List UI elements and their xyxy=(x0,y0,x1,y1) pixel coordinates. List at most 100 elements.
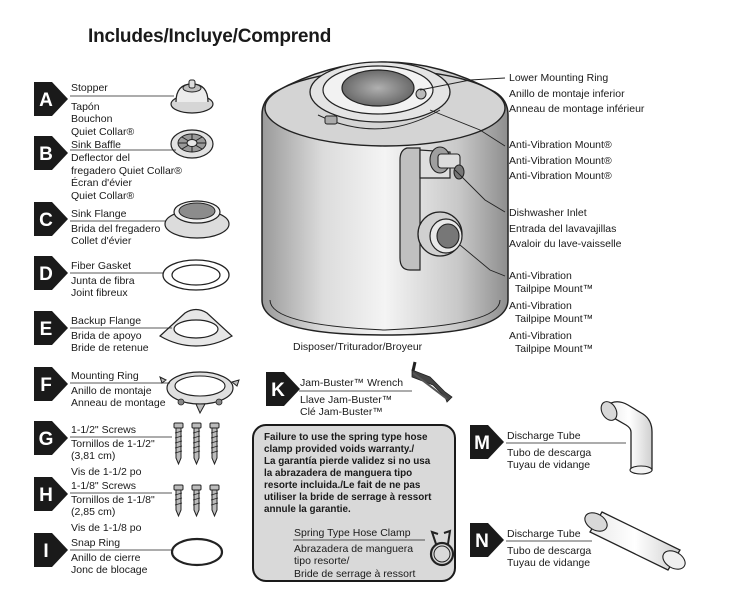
label-c-en: Sink Flange xyxy=(71,208,127,220)
dm-en: Discharge Tube xyxy=(507,430,581,442)
label-a-fr: Bouchon xyxy=(71,113,113,126)
letter-tab-k: K xyxy=(266,372,300,406)
letter-tab-b: B xyxy=(34,136,68,170)
label-b-line4: fregadero Quiet Collar® xyxy=(71,164,183,177)
label-b-line5: Écran d'évier xyxy=(71,177,132,190)
tpm-2b: Tailpipe Mount™ xyxy=(515,312,594,325)
letter-tab-shape-d: D xyxy=(34,256,68,290)
label-a-en: Stopper xyxy=(71,82,108,94)
discharge-tube-n-part xyxy=(584,511,686,571)
label-lower-mounting-ring: Lower Mounting Ring Anillo de montaje in… xyxy=(509,72,644,116)
label-b-line3: Deflector del xyxy=(71,152,130,165)
screws-long-part xyxy=(173,422,220,466)
letter-tab-c: C xyxy=(34,202,68,236)
letter-tab-shape-m: M xyxy=(470,425,504,459)
letter-tab-shape-a: A xyxy=(34,82,68,116)
screws-short-part xyxy=(173,484,220,518)
label-clamp: Spring Type Hose Clamp Abrazadera de man… xyxy=(294,527,415,580)
spring-clamp-part xyxy=(429,529,455,567)
label-b-line1: Quiet Collar® xyxy=(71,126,135,138)
label-anti-vibration-mount: Anti-Vibration Mount® Anti-Vibration Mou… xyxy=(509,139,612,183)
disposer-caption: Disposer/Triturador/Broyeur xyxy=(293,341,423,353)
letter-tab-shape-k: K xyxy=(266,372,300,406)
lmr-en: Lower Mounting Ring xyxy=(509,72,609,84)
letter-tab-m: M xyxy=(470,425,504,459)
label-e: Backup Flange Brida de apoyo Bride de re… xyxy=(71,315,149,355)
page-title: Includes/Incluye/Comprend xyxy=(88,26,332,47)
tpm-3a: Anti-Vibration xyxy=(509,330,572,343)
letter-tab-text-a: A xyxy=(39,90,53,111)
letter-tab-text-i: I xyxy=(43,541,48,562)
wrench-part xyxy=(411,361,453,403)
warning-line-6: utiliser la bride de serrage à ressort xyxy=(264,492,432,503)
clamp-es-2: tipo resorte/ xyxy=(294,555,350,568)
letter-tab-text-k: K xyxy=(271,380,285,401)
letter-tab-shape-b: B xyxy=(34,136,68,170)
lmr-es: Anillo de montaje inferior xyxy=(509,87,625,100)
label-d-en: Fiber Gasket xyxy=(71,260,132,272)
snap-ring-part xyxy=(170,537,224,567)
letter-tab-text-c: C xyxy=(39,210,53,231)
label-discharge-n: Discharge Tube Tubo de descarga Tuyau de… xyxy=(507,528,591,570)
clamp-en: Spring Type Hose Clamp xyxy=(294,527,411,539)
label-d-fr: Joint fibreux xyxy=(71,287,128,300)
label-g-fr: Vis de 1-1/2 po xyxy=(71,465,142,478)
fiber-gasket-part xyxy=(162,259,230,291)
dwi-fr: Avaloir du lave-vaisselle xyxy=(509,238,622,251)
label-g-es: Tornillos de 1-1/2" xyxy=(71,437,155,450)
letter-tab-h: H xyxy=(34,477,68,511)
tpm-3b: Tailpipe Mount™ xyxy=(515,342,594,355)
letter-tab-text-f: F xyxy=(40,375,52,396)
warning-line-1: Failure to use the spring type hose xyxy=(264,432,428,443)
letter-tab-text-d: D xyxy=(39,264,53,285)
warning-line-5: resorte incluida./Le fait de ne pas xyxy=(264,480,421,491)
tpm-1b: Tailpipe Mount™ xyxy=(515,282,594,295)
label-a-es: Tapón xyxy=(71,100,100,113)
label-c-fr: Collet d'évier xyxy=(71,235,132,248)
avm-1: Anti-Vibration Mount® xyxy=(509,139,612,151)
letter-tab-i: I xyxy=(34,533,68,567)
letter-tab-d: D xyxy=(34,256,68,290)
label-e-fr: Bride de retenue xyxy=(71,342,149,355)
dn-en: Discharge Tube xyxy=(507,528,581,540)
label-b-line2: Sink Baffle xyxy=(71,138,122,151)
label-h-es: Tornillos de 1-1/8" xyxy=(71,493,155,506)
label-i-es: Anillo de cierre xyxy=(71,551,141,564)
label-h-en: 1-1/8" Screws xyxy=(71,480,136,492)
label-wrench: Jam-Buster™ Wrench Llave Jam-Buster™ Clé… xyxy=(300,377,403,419)
label-a: Stopper Tapón Bouchon xyxy=(71,82,112,126)
label-g-cm: (3,81 cm) xyxy=(71,450,116,463)
label-d-es: Junta de fibra xyxy=(71,274,135,287)
label-b: Quiet Collar® Sink Baffle Deflector del … xyxy=(71,126,182,203)
avm-2: Anti-Vibration Mount® xyxy=(509,154,612,167)
tpm-2a: Anti-Vibration xyxy=(509,300,572,313)
letter-tab-text-n: N xyxy=(475,531,489,552)
warning-line-2: clamp provided voids warranty./ xyxy=(264,444,415,455)
letter-tab-f: F xyxy=(34,367,68,401)
label-tailpipe-mount: Anti-Vibration Tailpipe Mount™ Anti-Vibr… xyxy=(509,270,593,356)
warning-line-4: la abrazadera de manguera tipo xyxy=(264,468,413,479)
letter-tab-shape-h: H xyxy=(34,477,68,511)
tpm-1a: Anti-Vibration xyxy=(509,270,572,282)
dwi-en: Dishwasher Inlet xyxy=(509,207,587,219)
letter-tab-text-g: G xyxy=(39,429,54,450)
label-f-fr: Anneau de montage xyxy=(71,397,166,410)
label-h: 1-1/8" Screws Tornillos de 1-1/8" (2,85 … xyxy=(71,480,155,534)
label-h-fr: Vis de 1-1/8 po xyxy=(71,521,142,534)
letter-tab-text-h: H xyxy=(39,485,53,506)
letter-tab-text-b: B xyxy=(39,144,53,165)
letter-tab-text-m: M xyxy=(474,433,490,454)
label-e-es: Brida de apoyo xyxy=(71,329,142,342)
warning-line-3: La garantía pierde validez si no usa xyxy=(264,456,431,467)
letter-tab-shape-g: G xyxy=(34,421,68,455)
disposer-unit xyxy=(261,61,509,336)
wrench-es: Llave Jam-Buster™ xyxy=(300,393,393,406)
dm-es: Tubo de descarga xyxy=(507,446,592,459)
backup-flange-part xyxy=(158,308,234,347)
dm-fr: Tuyau de vidange xyxy=(507,459,591,472)
label-g: 1-1/2" Screws Tornillos de 1-1/2" (3,81 … xyxy=(71,424,155,478)
wrench-fr: Clé Jam-Buster™ xyxy=(300,406,383,419)
label-c-es: Brida del fregadero xyxy=(71,222,161,235)
letter-tab-shape-c: C xyxy=(34,202,68,236)
